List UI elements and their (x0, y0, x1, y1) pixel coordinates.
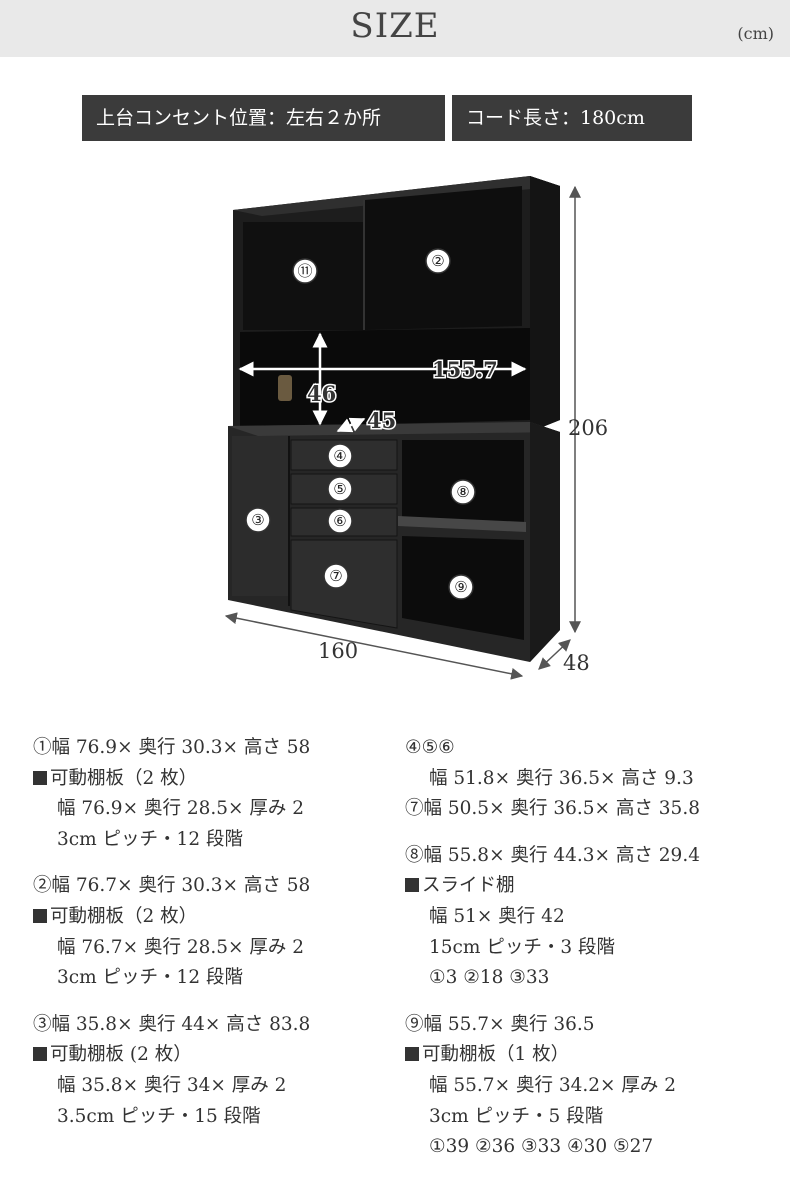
spec-line: ①3 ②18 ③33 (429, 967, 550, 989)
svg-text:④: ④ (333, 447, 346, 465)
counter-height-label: 46 (307, 381, 336, 406)
spec-line: 3cm ピッチ・12 段階 (57, 967, 243, 989)
bullet-square-icon (33, 1047, 47, 1062)
slide-shelf-subheading: スライド棚 (405, 871, 785, 902)
inner-dimension-arrows (238, 332, 527, 433)
shelf-subheading: 可動棚板（2 枚） (33, 764, 388, 795)
counter-depth-label: 45 (367, 408, 396, 433)
spec-line: 幅 55.7× 奥行 34.2× 厚み 2 (429, 1074, 677, 1096)
bullet-square-icon (405, 878, 419, 893)
width-label: 160 (318, 639, 358, 663)
height-label: 206 (568, 416, 608, 440)
spec-block-4-7: ④⑤⑥ 幅 51.8× 奥行 36.5× 高さ 9.3 ⑦幅 50.5× 奥行 … (405, 733, 785, 825)
marker-9: ⑨ (448, 574, 474, 600)
marker-5: ⑤ (327, 476, 353, 502)
spec-line: 幅 51× 奥行 42 (429, 905, 565, 927)
bullet-square-icon (33, 770, 47, 785)
outlet-left (278, 375, 292, 401)
product-diagram: ⑪ ② ③ ④ ⑤ ⑥ ⑦ ⑧ ⑨ 155.7 46 45 206 160 48 (0, 170, 790, 690)
spec-block-2: ②幅 76.7× 奥行 30.3× 高さ 58 可動棚板（2 枚） 幅 76.7… (33, 871, 388, 993)
svg-text:③: ③ (251, 511, 264, 529)
spec-heading: ④⑤⑥ (405, 737, 455, 758)
spec-heading: ②幅 76.7× 奥行 30.3× 高さ 58 (33, 875, 311, 897)
depth-label: 48 (563, 651, 590, 675)
svg-text:⑨: ⑨ (454, 578, 467, 596)
shelf-subheading: 可動棚板（2 枚） (33, 902, 388, 933)
spec-line: 3cm ピッチ・12 段階 (57, 828, 243, 850)
shelf-subheading: 可動棚板 (2 枚） (33, 1040, 388, 1071)
svg-text:⑧: ⑧ (456, 483, 469, 501)
spec-line: 3.5cm ピッチ・15 段階 (57, 1105, 261, 1127)
spec-heading: ①幅 76.9× 奥行 30.3× 高さ 58 (33, 737, 311, 758)
spec-block-8: ⑧幅 55.8× 奥行 44.3× 高さ 29.4 スライド棚 幅 51× 奥行… (405, 841, 785, 994)
spec-block-3: ③幅 35.8× 奥行 44× 高さ 83.8 可動棚板 (2 枚） 幅 35.… (33, 1010, 388, 1132)
spec-column-left: ①幅 76.9× 奥行 30.3× 高さ 58 可動棚板（2 枚） 幅 76.9… (33, 733, 388, 1132)
shelf-subheading: 可動棚板（1 枚） (405, 1040, 785, 1071)
svg-text:⑪: ⑪ (297, 262, 312, 280)
unit-label: (cm) (737, 24, 774, 43)
size-title: SIZE (350, 6, 440, 46)
spec-line: 3cm ピッチ・5 段階 (429, 1105, 604, 1127)
compartment-markers: ⑪ ② ③ ④ ⑤ ⑥ ⑦ ⑧ ⑨ (245, 248, 476, 600)
svg-text:⑥: ⑥ (333, 512, 346, 530)
slide-shelf (398, 516, 526, 532)
marker-2: ② (425, 248, 451, 274)
marker-6: ⑥ (327, 508, 353, 534)
spec-line: 幅 51.8× 奥行 36.5× 高さ 9.3 (429, 767, 694, 789)
marker-1: ⑪ (292, 258, 318, 284)
marker-3: ③ (245, 507, 271, 533)
marker-7: ⑦ (323, 563, 349, 589)
spec-heading: ⑧幅 55.8× 奥行 44.3× 高さ 29.4 (405, 844, 700, 866)
spec-line: ①39 ②36 ③33 ④30 ⑤27 (429, 1136, 654, 1158)
upper-cabinet (233, 176, 560, 432)
outlet-position-badge: 上台コンセント位置：左右２か所 (82, 95, 445, 141)
spec-column-right: ④⑤⑥ 幅 51.8× 奥行 36.5× 高さ 9.3 ⑦幅 50.5× 奥行 … (405, 733, 785, 1163)
spec-block-1: ①幅 76.9× 奥行 30.3× 高さ 58 可動棚板（2 枚） 幅 76.9… (33, 733, 388, 855)
spec-heading: ③幅 35.8× 奥行 44× 高さ 83.8 (33, 1013, 311, 1035)
bullet-square-icon (405, 1047, 419, 1062)
cord-length-badge: コード長さ：180cm (452, 95, 692, 141)
marker-8: ⑧ (450, 479, 476, 505)
spec-block-9: ⑨幅 55.7× 奥行 36.5 可動棚板（1 枚） 幅 55.7× 奥行 34… (405, 1010, 785, 1163)
spec-line: 幅 76.9× 奥行 28.5× 厚み 2 (57, 798, 305, 820)
spec-line: 幅 76.7× 奥行 28.5× 厚み 2 (57, 936, 305, 958)
svg-text:②: ② (431, 252, 444, 270)
spec-line: 15cm ピッチ・3 段階 (429, 936, 615, 958)
marker-4: ④ (327, 443, 353, 469)
outer-dimension-arrows (224, 185, 581, 680)
spec-line: 幅 35.8× 奥行 34× 厚み 2 (57, 1074, 287, 1096)
size-header: SIZE (cm) (0, 0, 790, 57)
svg-text:⑦: ⑦ (329, 567, 342, 585)
spec-heading: ⑦幅 50.5× 奥行 36.5× 高さ 35.8 (405, 798, 700, 820)
bullet-square-icon (33, 908, 47, 923)
counter-width-label: 155.7 (432, 357, 498, 382)
spec-heading: ⑨幅 55.7× 奥行 36.5 (405, 1013, 595, 1035)
svg-text:⑤: ⑤ (333, 480, 346, 498)
